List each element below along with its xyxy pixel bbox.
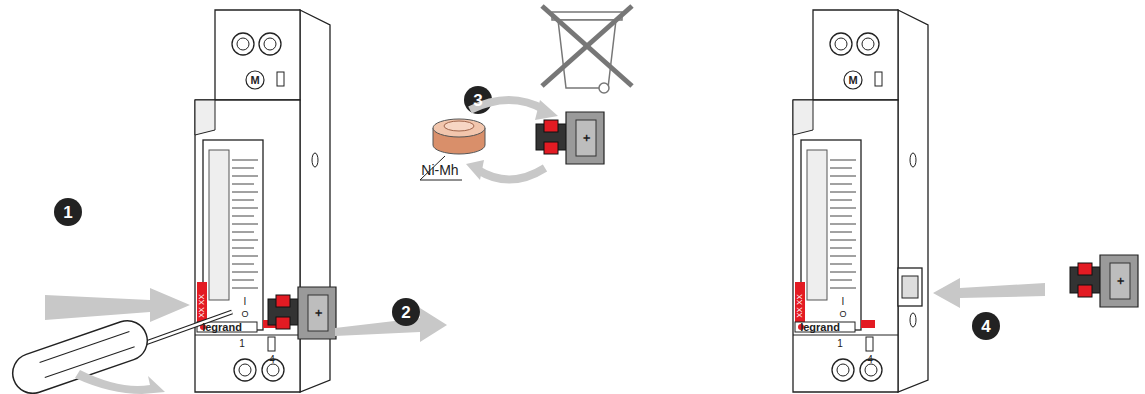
switch-mark: O [241, 310, 248, 319]
callout-number: 4 [981, 318, 990, 335]
callout-circle [972, 312, 1000, 340]
switch-mark: I [842, 297, 845, 307]
callout-number: 3 [473, 92, 482, 109]
battery-type: Ni-Mh [421, 163, 458, 177]
callout-number: 1 [63, 204, 72, 221]
terminal-number: 1 [837, 339, 843, 349]
polarity-mark: + [580, 134, 593, 142]
switch-mark: O [839, 310, 846, 319]
callout-number: 2 [401, 304, 410, 321]
terminal-number: 4 [269, 355, 275, 365]
terminal-number: 1 [239, 339, 245, 349]
brand-name: legrand [202, 322, 242, 333]
callout-circle [54, 198, 82, 226]
brand-name: legrand [800, 322, 840, 333]
polarity-mark: + [312, 309, 325, 317]
motor-symbol: M [250, 75, 259, 86]
motor-symbol: M [848, 75, 857, 86]
battery [433, 119, 485, 154]
no-bin-symbol [542, 6, 632, 93]
product-code: XX XX [796, 294, 804, 318]
switch-mark: I [244, 297, 247, 307]
product-code: XX XX [198, 294, 206, 318]
polarity-mark: + [1114, 277, 1127, 285]
callout-circle [392, 298, 420, 326]
terminal-number: 4 [867, 355, 873, 365]
